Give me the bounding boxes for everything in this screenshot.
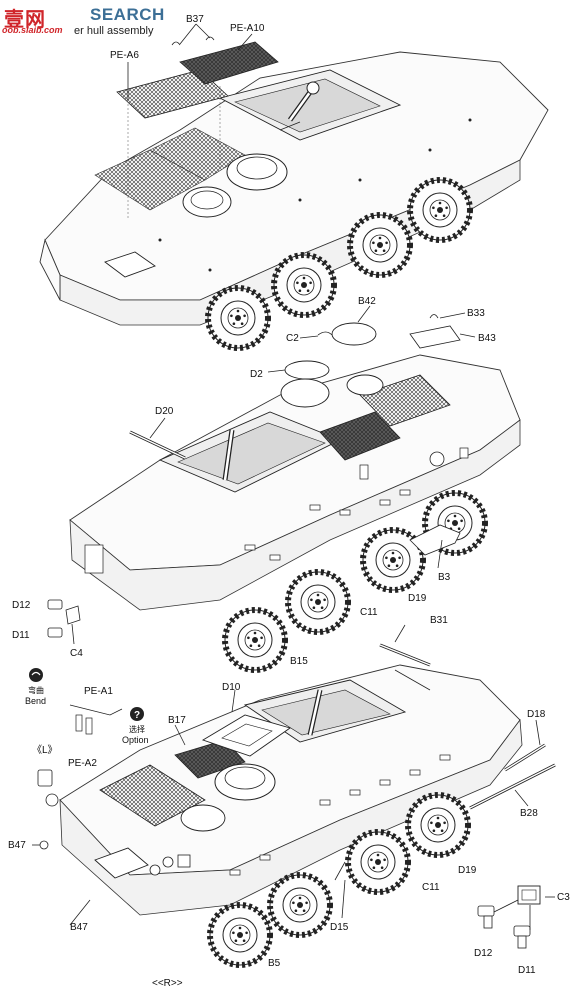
label-l-side: 《L》: [32, 744, 58, 756]
label-b5: B5: [268, 958, 281, 969]
svg-text:?: ?: [134, 710, 140, 721]
label-c4: C4: [70, 648, 83, 659]
right-small-parts: [477, 885, 555, 949]
label-b3: B3: [438, 572, 451, 583]
b42-part: [331, 322, 377, 346]
label-b43: B43: [478, 333, 496, 344]
label-d19-bottom: D19: [458, 865, 477, 876]
label-d20: D20: [155, 406, 174, 417]
label-b47-top: B47: [8, 840, 26, 851]
label-b28: B28: [520, 808, 538, 819]
bend-label-cn: 弯曲: [28, 685, 44, 695]
label-c11-bottom: C11: [422, 882, 440, 893]
label-r-side: <<R>>: [152, 978, 183, 989]
page-header: 壹网 oob.slaib.com SEARCH er hull assembly: [0, 0, 587, 46]
label-b47-bottom: B47: [70, 922, 88, 933]
label-b31: B31: [430, 615, 448, 626]
label-pe-a1: PE-A1: [84, 686, 113, 697]
pe-a10-part: [179, 41, 279, 85]
c2-part: [317, 331, 333, 336]
pe-a1-part: [69, 704, 123, 716]
label-c3: C3: [557, 892, 570, 903]
label-pe-a6: PE-A6: [110, 50, 139, 61]
label-c11-mid: C11: [360, 607, 378, 618]
bend-icon: [29, 668, 43, 682]
label-b37: B37: [186, 14, 204, 25]
label-b33: B33: [467, 308, 485, 319]
pe-a6-part: [116, 69, 229, 119]
step-subtitle: er hull assembly: [74, 25, 154, 37]
label-d11-left: D11: [12, 630, 30, 641]
label-d12-left: D12: [12, 600, 31, 611]
b43-part: [409, 325, 461, 349]
label-pe-a10: PE-A10: [230, 23, 265, 34]
vehicle-top: [39, 23, 549, 348]
label-d10: D10: [222, 682, 241, 693]
label-d12-right: D12: [474, 948, 493, 959]
pe-a2-part: [85, 717, 93, 735]
label-c2: C2: [286, 333, 299, 344]
label-b15: B15: [290, 656, 308, 667]
label-d2: D2: [250, 369, 263, 380]
b33-part: [429, 314, 439, 319]
legend-option: ? 选择 Option: [122, 707, 149, 745]
label-d18: D18: [527, 709, 546, 720]
label-d11-right: D11: [518, 965, 536, 976]
logo-url: oob.slaib.com: [2, 25, 63, 35]
left-small-parts: [47, 599, 81, 645]
label-b42: B42: [358, 296, 376, 307]
search-heading: SEARCH: [90, 5, 165, 24]
d2-part: [284, 360, 330, 380]
label-d19-mid: D19: [408, 593, 427, 604]
label-d15: D15: [330, 922, 349, 933]
label-pe-a2: PE-A2: [68, 758, 97, 769]
option-label-en: Option: [122, 735, 149, 745]
bend-label-en: Bend: [25, 696, 46, 706]
legend-bend: 弯曲 Bend: [25, 668, 46, 706]
site-logo: 壹网 oob.slaib.com: [0, 0, 80, 38]
vehicle-bottom: [32, 624, 556, 965]
option-icon: [130, 707, 144, 721]
logo-text: 壹网: [4, 7, 46, 31]
vehicle-middle: [69, 305, 521, 670]
label-b17: B17: [168, 715, 186, 726]
option-label-cn: 选择: [129, 724, 145, 734]
b3-part: [409, 524, 461, 556]
